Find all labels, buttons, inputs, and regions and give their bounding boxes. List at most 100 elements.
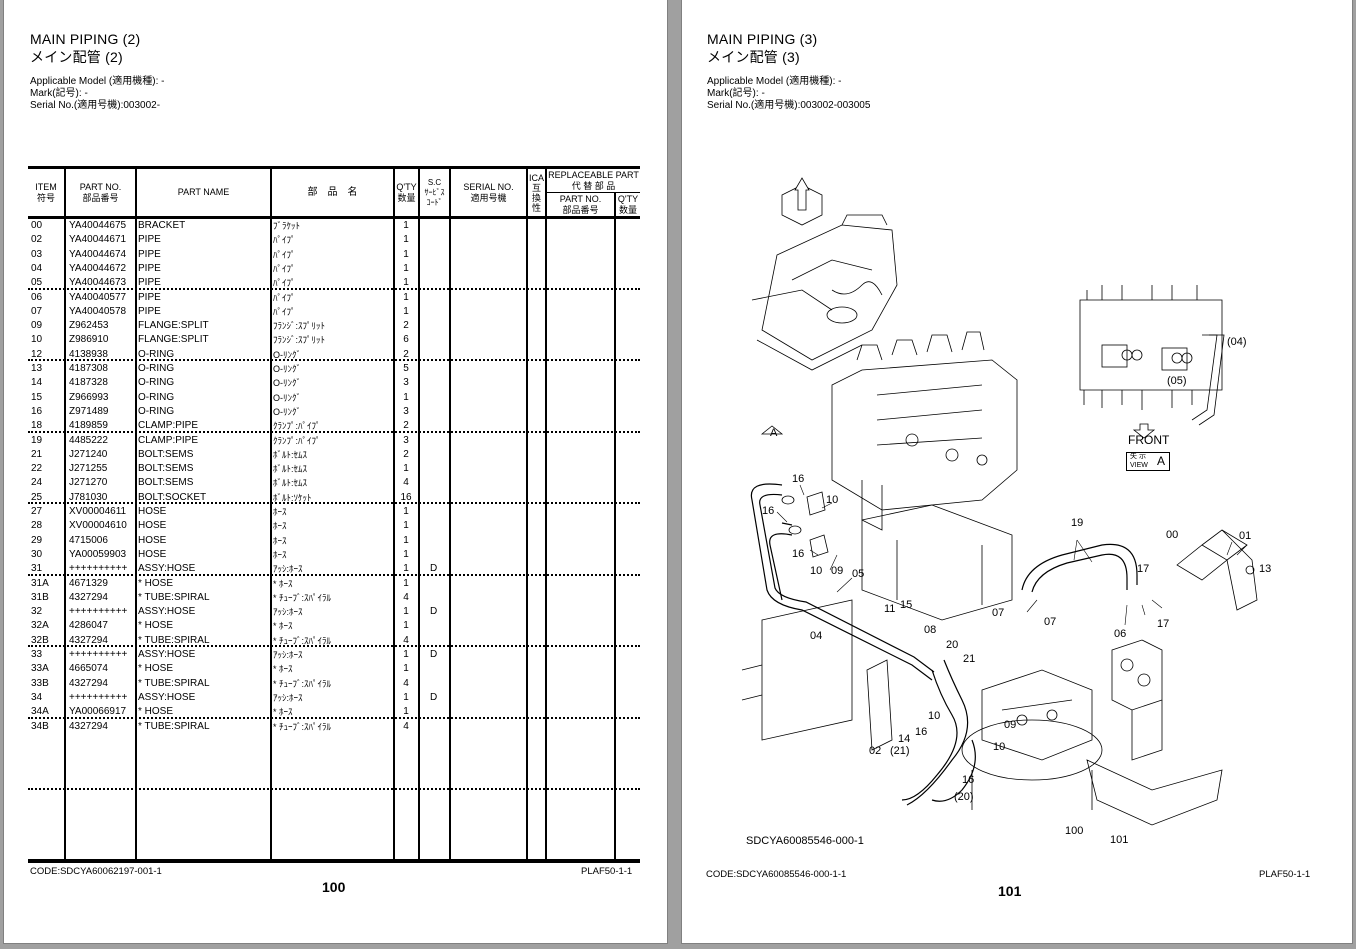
- view-a-detail-drawing: [1079, 285, 1225, 426]
- service-code-cell: D: [430, 606, 438, 618]
- qty-cell: 3: [403, 405, 409, 417]
- qty-cell: 1: [403, 606, 409, 618]
- view-a-box: 矢 示 VIEW A: [1126, 452, 1170, 471]
- pipe-04-05-drawing: [750, 483, 935, 681]
- qty-cell: 1: [403, 305, 409, 317]
- part-name-jp-cell: ｱｯｼ:ﾎｰｽ: [273, 650, 303, 660]
- item-cell: 21: [31, 448, 43, 460]
- exploded-piping-diagram: [741, 177, 1258, 826]
- col-divider: [545, 166, 547, 862]
- part-no-cell: 4327294: [69, 677, 108, 689]
- item-cell: 32B: [31, 634, 49, 646]
- part-name-cell: FLANGE:SPLIT: [138, 334, 209, 346]
- part-name-cell: HOSE: [138, 534, 167, 546]
- part-name-cell: BOLT:SEMS: [138, 463, 194, 475]
- item-cell: 33B: [31, 677, 49, 689]
- table-bottom-rule: [28, 859, 640, 863]
- qty-cell: 4: [403, 591, 409, 603]
- part-no-cell: ++++++++++: [69, 649, 128, 660]
- part-name-jp-cell: O-ﾘﾝｸﾞ: [273, 364, 301, 374]
- item-cell: 04: [31, 262, 43, 274]
- part-name-cell: * TUBE:SPIRAL: [138, 677, 210, 689]
- callout: 17: [1137, 563, 1150, 575]
- part-no-cell: J781030: [69, 491, 108, 503]
- part-no-cell: YA40044672: [69, 262, 127, 274]
- part-name-cell: * TUBE:SPIRAL: [138, 591, 210, 603]
- qty-cell: 1: [403, 548, 409, 560]
- item-cell: 14: [31, 377, 43, 389]
- header-part-no: PART NO.部品番号: [79, 181, 122, 203]
- part-no-cell: 4189859: [69, 420, 108, 432]
- page-title-jp: メイン配管 (2): [30, 49, 123, 65]
- part-name-cell: ASSY:HOSE: [138, 649, 196, 660]
- part-name-jp-cell: * ﾎｰｽ: [273, 578, 293, 589]
- header-serial-no: SERIAL NO.適用号機: [463, 181, 514, 203]
- part-name-cell: PIPE: [138, 248, 161, 260]
- part-name-jp-cell: * ﾁｭｰﾌﾞ:ｽﾊﾟｲﾗﾙ: [273, 721, 332, 732]
- callout: 19: [1071, 517, 1084, 529]
- item-cell: 00: [31, 220, 43, 231]
- item-cell: 07: [31, 305, 43, 317]
- part-name-jp-cell: ﾊﾟｲﾌﾟ: [273, 278, 296, 289]
- part-name-cell: BOLT:SEMS: [138, 477, 194, 489]
- swing-motor-drawing: [961, 669, 1103, 810]
- part-name-jp-cell: ﾎｰｽ: [273, 535, 287, 546]
- callout: 10: [993, 741, 1006, 753]
- qty-cell: 1: [403, 277, 409, 289]
- col-divider: [526, 166, 528, 862]
- part-no-cell: ++++++++++: [69, 691, 128, 703]
- item-cell: 09: [31, 320, 43, 332]
- group-separator: [28, 431, 640, 433]
- part-name-jp-cell: * ﾁｭｰﾌﾞ:ｽﾊﾟｲﾗﾙ: [273, 592, 332, 603]
- qty-cell: 1: [403, 649, 409, 660]
- page-title-en: MAIN PIPING (3): [707, 31, 818, 47]
- callout: 09: [831, 565, 844, 577]
- group-separator: [28, 574, 640, 576]
- item-cell: 03: [31, 248, 43, 260]
- part-no-cell: J271255: [69, 463, 108, 475]
- group-separator: [28, 288, 640, 290]
- front-arrow-icon: [1132, 423, 1156, 439]
- qty-cell: 1: [403, 248, 409, 260]
- col-divider: [135, 166, 137, 862]
- group-separator: [28, 359, 640, 361]
- callout: (05): [1167, 375, 1187, 387]
- item-cell: 32A: [31, 620, 49, 632]
- page-meta: Applicable Model (適用機種): - Mark(記号): - S…: [30, 76, 164, 112]
- header-part-name: PART NAME: [177, 187, 230, 197]
- callout: 10: [826, 494, 839, 506]
- sub-header-rule: [547, 192, 640, 193]
- item-cell: 32: [31, 606, 43, 618]
- control-valve-drawing: [831, 331, 1018, 531]
- part-no-cell: YA40044674: [69, 248, 127, 260]
- service-code-cell: D: [430, 563, 438, 575]
- part-name-jp-cell: ﾊﾟｲﾌﾟ: [273, 235, 296, 246]
- qty-cell: 1: [403, 663, 409, 675]
- table-header-rule: [28, 216, 640, 219]
- part-name-cell: * HOSE: [138, 706, 174, 718]
- item-cell: 34A: [31, 706, 49, 718]
- part-name-cell: O-RING: [138, 348, 175, 360]
- serial-no: Serial No.(適用号機):003002-: [30, 100, 161, 111]
- part-name-jp-cell: ﾎﾞﾙﾄ:ｾﾑｽ: [273, 464, 308, 475]
- table-top-rule: [28, 166, 640, 169]
- part-no-cell: Z962453: [69, 320, 109, 332]
- callout: 101: [1110, 834, 1129, 846]
- item-cell: 02: [31, 234, 43, 246]
